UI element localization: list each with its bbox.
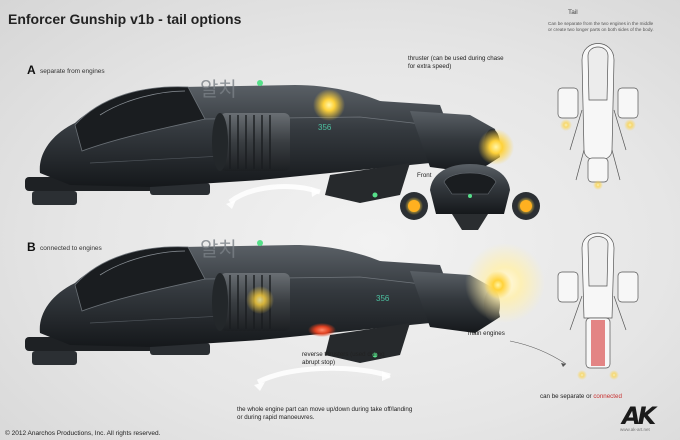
- hull-marking-b: 알치: [200, 237, 237, 261]
- front-view-label: Front: [417, 172, 432, 179]
- reverse-thrusters-note: reverse thrusters (used during abrupt st…: [302, 351, 385, 367]
- movement-note-line1: the whole engine part can move up/down d…: [237, 406, 413, 413]
- hull-number-b: 356: [376, 294, 390, 303]
- section-b-label: connected to engines: [40, 245, 102, 252]
- page-title: Enforcer Gunship v1b - tail options: [8, 11, 242, 27]
- tail-caption: can be separate or connected: [540, 393, 622, 401]
- tail-description: Can be separate from the two engines in …: [548, 21, 658, 33]
- copyright-notice: © 2012 Anarchos Productions, Inc. All ri…: [5, 430, 161, 437]
- tail-description-line2: or create two longer parts on both sides…: [548, 27, 654, 32]
- thruster-note-line2: for extra speed): [408, 63, 452, 70]
- tail-heading: Tail: [568, 9, 578, 16]
- tail-caption-text: can be separate or: [540, 393, 594, 400]
- reverse-thrusters-line1: reverse thrusters (used during: [302, 351, 385, 358]
- movement-note-line2: or during rapid manoeuvres.: [237, 414, 315, 421]
- hull-marking-a: 알치: [200, 77, 237, 101]
- thruster-note-line1: thruster (can be used during chase: [408, 55, 504, 62]
- hull-number-a: 356: [318, 123, 332, 132]
- movement-note: the whole engine part can move up/down d…: [237, 406, 412, 422]
- section-a-letter: A: [27, 63, 36, 77]
- ak-logo: AK: [622, 402, 656, 430]
- tail-description-line1: Can be separate from the two engines in …: [548, 21, 654, 26]
- tail-caption-highlight: connected: [593, 393, 622, 400]
- thruster-note: thruster (can be used during chase for e…: [408, 55, 504, 71]
- reverse-thrusters-line2: abrupt stop): [302, 359, 336, 366]
- section-b-letter: B: [27, 240, 36, 254]
- section-a-label: separate from engines: [40, 68, 105, 75]
- website-url: www.ak-art.net: [620, 427, 650, 432]
- main-engines-note: main engines: [468, 330, 505, 337]
